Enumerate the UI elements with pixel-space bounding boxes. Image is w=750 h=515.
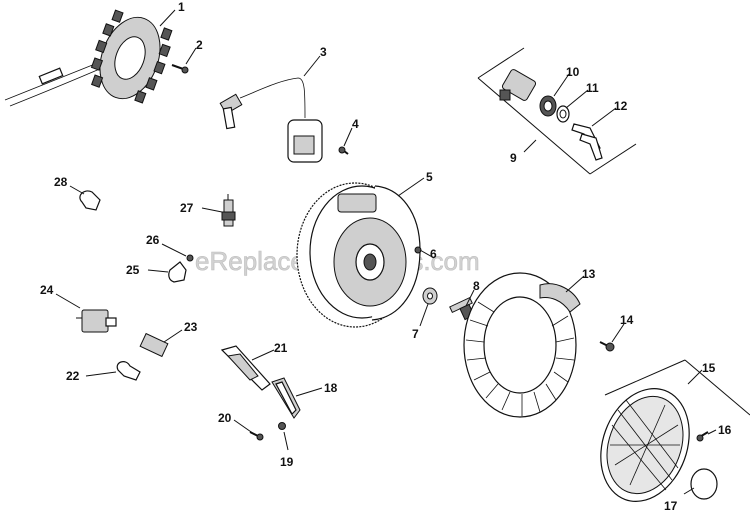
part-10-nut — [539, 95, 557, 117]
part-25-clip — [168, 261, 187, 283]
callout-24: 24 — [40, 283, 54, 297]
callout-18: 18 — [324, 381, 338, 395]
part-22-clamp — [116, 361, 141, 381]
part-7-washer — [422, 287, 438, 305]
callout-4: 4 — [352, 117, 359, 131]
part-21-brake — [220, 345, 271, 391]
part-13-fan — [463, 272, 581, 418]
callout-11: 11 — [586, 81, 599, 95]
callout-1: 1 — [178, 0, 185, 14]
callout-5: 5 — [426, 170, 433, 184]
part-26-screw — [186, 254, 194, 262]
callout-8: 8 — [473, 279, 480, 293]
callout-21: 21 — [274, 341, 288, 355]
callout-12: 12 — [614, 99, 628, 113]
callout-20: 20 — [218, 411, 232, 425]
part-19-nut — [278, 422, 286, 430]
part-27-spark-plug — [221, 194, 236, 227]
part-14-screw — [599, 341, 615, 352]
callout-17: 17 — [664, 499, 678, 513]
part-28-clip — [79, 190, 101, 211]
callout-10: 10 — [566, 65, 580, 79]
callout-22: 22 — [66, 369, 80, 383]
part-17-decal — [690, 468, 718, 500]
callout-6: 6 — [430, 247, 437, 261]
callout-13: 13 — [582, 267, 596, 281]
part-9-key-switch-assembly — [477, 47, 637, 175]
part-3-ignition-module — [219, 77, 323, 163]
callout-27: 27 — [180, 201, 194, 215]
part-11-washer — [556, 105, 570, 123]
part-15-screen — [600, 359, 750, 502]
callout-25: 25 — [126, 263, 140, 277]
callout-numbers: 1 2 3 4 5 6 7 8 9 10 11 12 13 14 15 16 1… — [40, 0, 732, 513]
callout-2: 2 — [196, 38, 203, 52]
part-12-keys — [571, 123, 603, 161]
callout-19: 19 — [280, 455, 294, 469]
part-18-bracket — [271, 377, 301, 419]
part-1-stator — [4, 9, 173, 107]
leader-lines — [55, 9, 717, 495]
callout-28: 28 — [54, 175, 68, 189]
part-5-flywheel — [296, 182, 421, 328]
part-4-screw — [338, 146, 349, 155]
part-2-screw — [171, 64, 189, 74]
callout-3: 3 — [320, 45, 327, 59]
callout-26: 26 — [146, 233, 160, 247]
part-24-regulator — [76, 309, 117, 333]
part-20-screw — [249, 431, 264, 441]
callout-16: 16 — [718, 423, 732, 437]
callout-23: 23 — [184, 320, 198, 334]
callout-14: 14 — [620, 313, 634, 327]
callout-7: 7 — [412, 327, 419, 341]
callout-9: 9 — [510, 151, 517, 165]
part-23-rectifier — [139, 332, 169, 358]
callout-15: 15 — [702, 361, 716, 375]
part-16-screw — [696, 431, 709, 442]
